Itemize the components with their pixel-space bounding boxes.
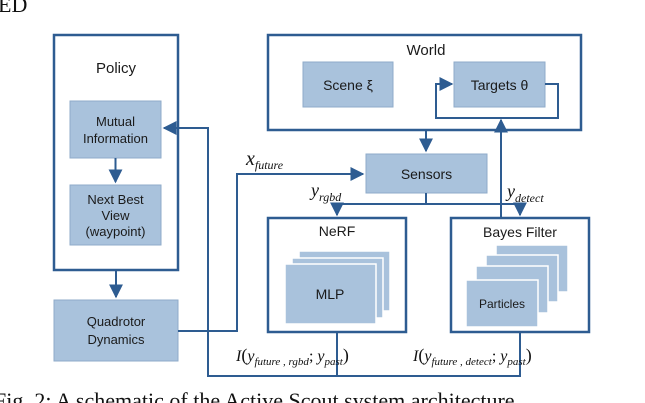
next-best-view-box: Next Best View (waypoint)	[69, 184, 162, 246]
next-best-view-line1: Next Best	[87, 192, 144, 207]
mutual-information-line2: Information	[83, 131, 148, 146]
y-rgbd-label: yrgbd	[309, 180, 342, 204]
scene-box: Scene ξ	[302, 61, 394, 108]
line-bayes-mi-feedback	[337, 332, 521, 377]
nerf-block: NeRF MLP	[266, 216, 408, 334]
particles-label: Particles	[479, 297, 525, 311]
scene-label: Scene ξ	[323, 77, 373, 93]
quadrotor-line1: Quadrotor	[87, 314, 146, 329]
next-best-view-line3: (waypoint)	[86, 224, 146, 239]
sensors-label: Sensors	[401, 166, 452, 182]
arrow-sensors-to-bayes	[426, 202, 527, 217]
world-title: World	[407, 42, 446, 59]
targets-label: Targets θ	[471, 77, 529, 93]
mutual-information-line1: Mutual	[96, 114, 135, 129]
figure-caption: Fig. 2: A schematic of the Active Scout …	[0, 388, 515, 403]
quadrotor-dynamics-box: Quadrotor Dynamics	[53, 299, 179, 362]
particles-layer-1	[465, 279, 539, 328]
quadrotor-line2: Dynamics	[87, 332, 145, 347]
nerf-title: NeRF	[319, 223, 356, 239]
mutual-information-box: Mutual Information	[69, 100, 162, 159]
targets-box: Targets θ	[453, 61, 546, 108]
arrow-mi-feedback	[162, 121, 338, 377]
arrow-sensors-to-nerf	[330, 193, 427, 217]
x-future-label: xfuture	[245, 148, 284, 172]
header-fragment: ED	[0, 0, 27, 17]
bayes-filter-title: Bayes Filter	[483, 224, 557, 240]
next-best-view-line2: View	[102, 208, 131, 223]
bayes-filter-block: Bayes Filter Particles	[449, 216, 591, 334]
mi-nerf-label: I(yfuture , rgbd; ypast)	[235, 345, 349, 368]
mlp-layer-front	[284, 263, 377, 325]
policy-title: Policy	[96, 60, 137, 77]
mlp-label: MLP	[316, 286, 345, 302]
sensors-box: Sensors	[365, 153, 488, 194]
y-detect-label: ydetect	[505, 181, 544, 205]
mi-bayes-label: I(yfuture , detect; ypast)	[412, 345, 532, 368]
targets-self-loop-arrow	[435, 77, 559, 119]
